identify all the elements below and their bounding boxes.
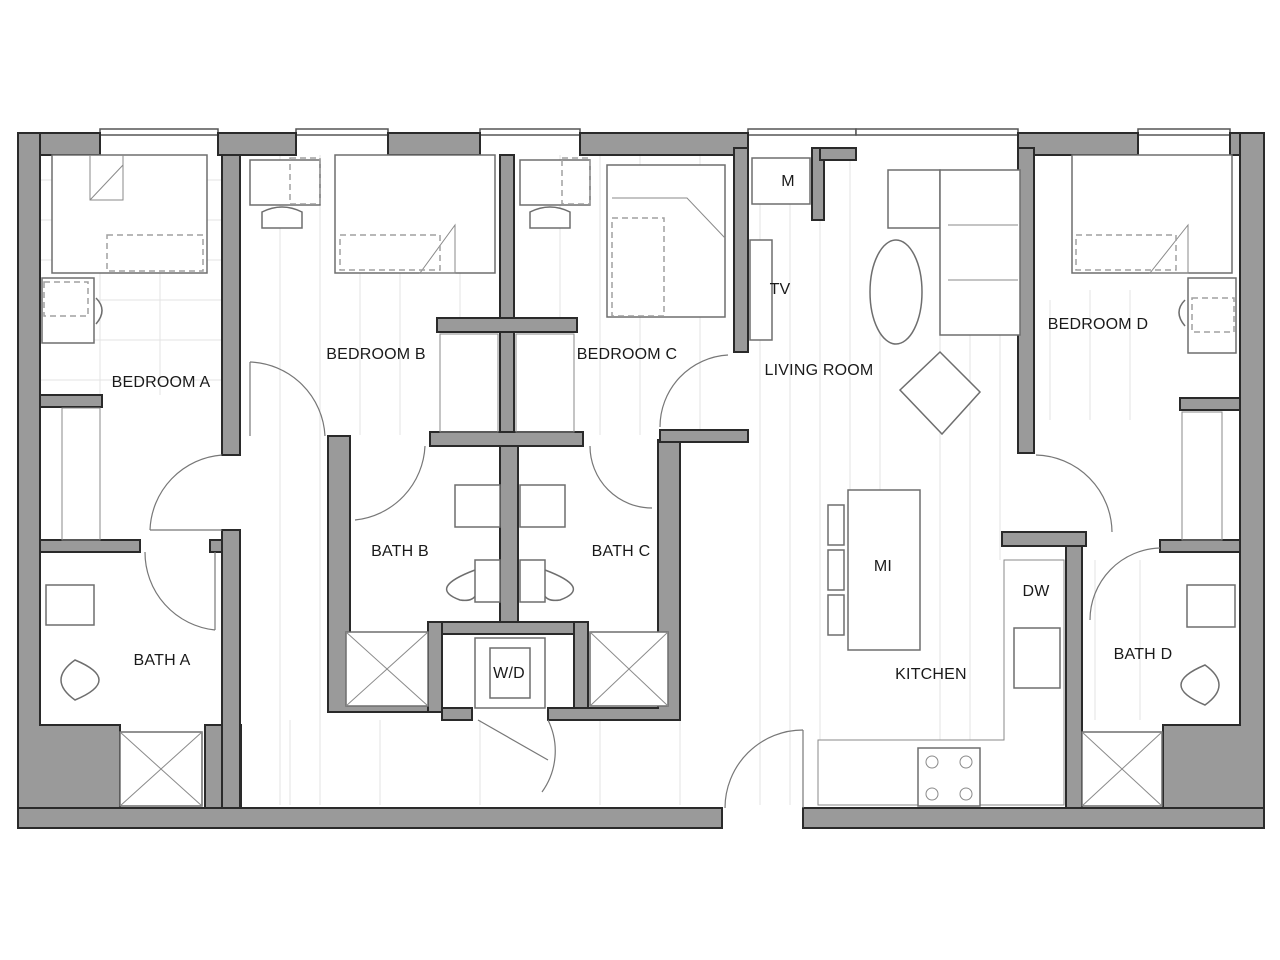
desks: [41, 157, 1237, 354]
room-label-bedroom-d: BEDROOM D: [1047, 316, 1149, 333]
fixture-label-dishwasher: DW: [1022, 583, 1050, 600]
doors: [144, 354, 1161, 809]
room-label-bedroom-b: BEDROOM B: [326, 346, 426, 363]
room-label-bath-a: BATH A: [133, 652, 191, 669]
kitchen-fixtures: [489, 489, 1065, 807]
room-label-living-room: LIVING ROOM: [764, 362, 874, 379]
fixture-label-microwave: M: [781, 173, 795, 190]
room-label-bath-c: BATH C: [591, 543, 651, 560]
room-label-bedroom-a: BEDROOM A: [111, 374, 211, 391]
closets: [61, 333, 1223, 541]
room-label-bath-d: BATH D: [1113, 646, 1173, 663]
beds: [51, 154, 1233, 318]
fixture-label-washer-dryer: W/D: [493, 665, 525, 682]
room-label-bath-b: BATH B: [371, 543, 429, 560]
fixture-label-tv: TV: [769, 281, 791, 298]
fixture-label-island: MI: [873, 558, 893, 575]
living-furniture: [749, 157, 1021, 436]
room-label-kitchen: KITCHEN: [895, 666, 967, 683]
room-label-bedroom-c: BEDROOM C: [576, 346, 678, 363]
